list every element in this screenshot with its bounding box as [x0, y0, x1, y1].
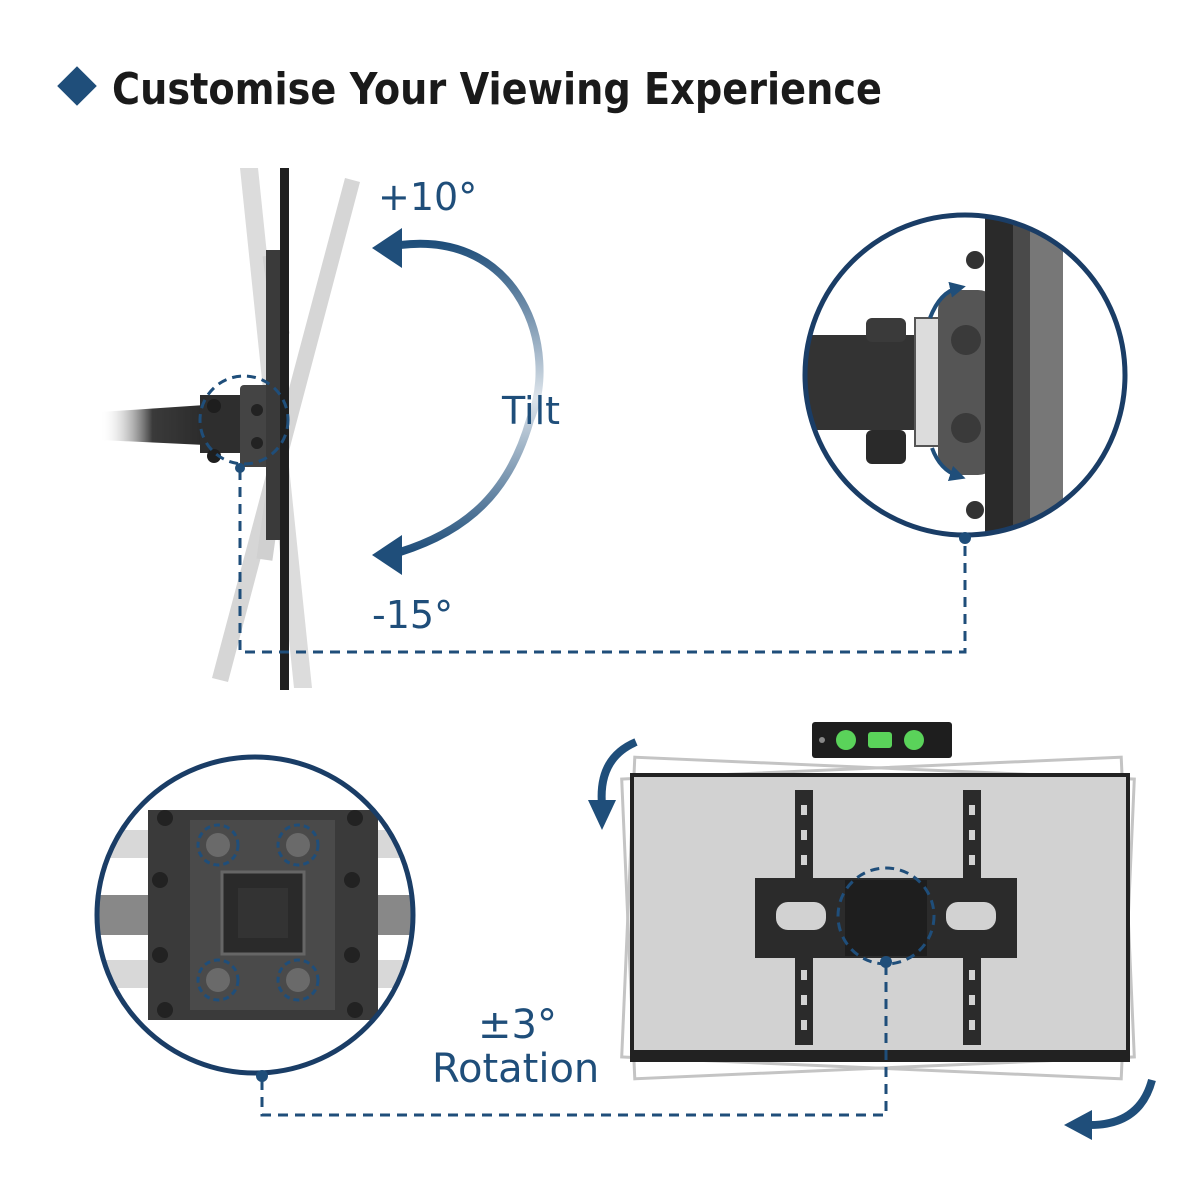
tv-front-view: [588, 722, 1156, 1140]
extension-arm: [100, 405, 205, 445]
zoom-frame-bolt: [157, 810, 173, 826]
tv-bottom-bezel: [632, 1050, 1128, 1062]
zoom-plate-bolt: [951, 413, 981, 443]
tilt-side-view: [100, 168, 360, 690]
zoom-tv-panel-inner: [1030, 215, 1063, 535]
focus-ring: [198, 374, 290, 466]
zoom-frame-bolt: [344, 872, 360, 888]
zoom-bolt-head: [866, 318, 906, 342]
zoom-frame-bolt: [344, 947, 360, 963]
zoom-dashed-ring: [276, 958, 320, 1002]
tv-panel-side: [280, 168, 289, 690]
vertical-rail: [266, 250, 282, 540]
diamond-icon: [57, 66, 97, 106]
zoom-frame-bolt: [347, 1002, 363, 1018]
arrow-down-icon: [372, 535, 402, 575]
zoom-dashed-ring: [276, 823, 320, 867]
rotate-cw-arrow-icon: [597, 738, 638, 806]
hinge-bolt: [207, 449, 221, 463]
rotation-detail-zoom: [94, 754, 416, 1082]
page-title: Customise Your Viewing Experience: [112, 64, 882, 115]
level-vial: [904, 730, 924, 750]
connector-dot: [235, 463, 245, 473]
rotate-arrow-icon: [930, 447, 966, 482]
bracket-plate: [240, 385, 274, 467]
zoom-circle-border: [94, 754, 416, 1076]
zoom-rail: [985, 215, 1013, 535]
plate-bolt: [251, 404, 263, 416]
level-vial: [868, 732, 892, 748]
center-plate: [845, 880, 927, 956]
zoom-plate-bolt: [206, 833, 230, 857]
zoom-arm: [805, 335, 925, 430]
zoom-frame-bolt: [347, 810, 363, 826]
tilt-up-angle: +10°: [378, 175, 477, 219]
zoom-plate-bolt: [206, 968, 230, 992]
rotate-cw-arrowhead: [588, 800, 616, 830]
zoom-center-inner: [238, 888, 288, 938]
rotation-angle: ±3°: [478, 1002, 557, 1048]
tilt-down-angle: -15°: [372, 593, 453, 637]
zoom-rail-bolt: [966, 251, 984, 269]
rotation-label: Rotation: [432, 1046, 599, 1092]
tilt-arrows: +10° Tilt -15°: [372, 175, 560, 637]
bracket-slot: [776, 902, 826, 930]
zoom-dashed-ring: [196, 823, 240, 867]
level-screw: [819, 737, 825, 743]
zoom-rail-bolt: [966, 501, 984, 519]
zoom-dashed-ring: [196, 958, 240, 1002]
rotate-ccw-arrowhead: [1064, 1110, 1092, 1140]
plate-bolt: [251, 437, 263, 449]
zoom-frame-bolt: [152, 947, 168, 963]
tilt-label: Tilt: [501, 389, 560, 433]
rotation-connector-line: [260, 965, 888, 1117]
connector-dot: [256, 1070, 268, 1082]
level-vial: [836, 730, 856, 750]
zoom-frame-bolt: [152, 872, 168, 888]
tilt-connector-line: [238, 470, 967, 654]
rotate-ccw-arrow-icon: [1089, 1078, 1156, 1129]
header: Customise Your Viewing Experience: [57, 64, 882, 115]
hinge-bolt: [207, 399, 221, 413]
rotate-arrow-icon: [928, 281, 966, 319]
arrow-up-icon: [372, 228, 402, 268]
tilt-detail-zoom: [802, 212, 1128, 544]
zoom-bolt-head: [866, 430, 906, 464]
zoom-frame-bolt: [157, 1002, 173, 1018]
connector-dot: [880, 956, 892, 968]
zoom-plate-bolt: [286, 833, 310, 857]
bracket-slot: [946, 902, 996, 930]
zoom-plate-bolt: [286, 968, 310, 992]
connector-dot: [959, 532, 971, 544]
zoom-plate-bolt: [951, 325, 981, 355]
tilt-arc: [398, 239, 544, 556]
